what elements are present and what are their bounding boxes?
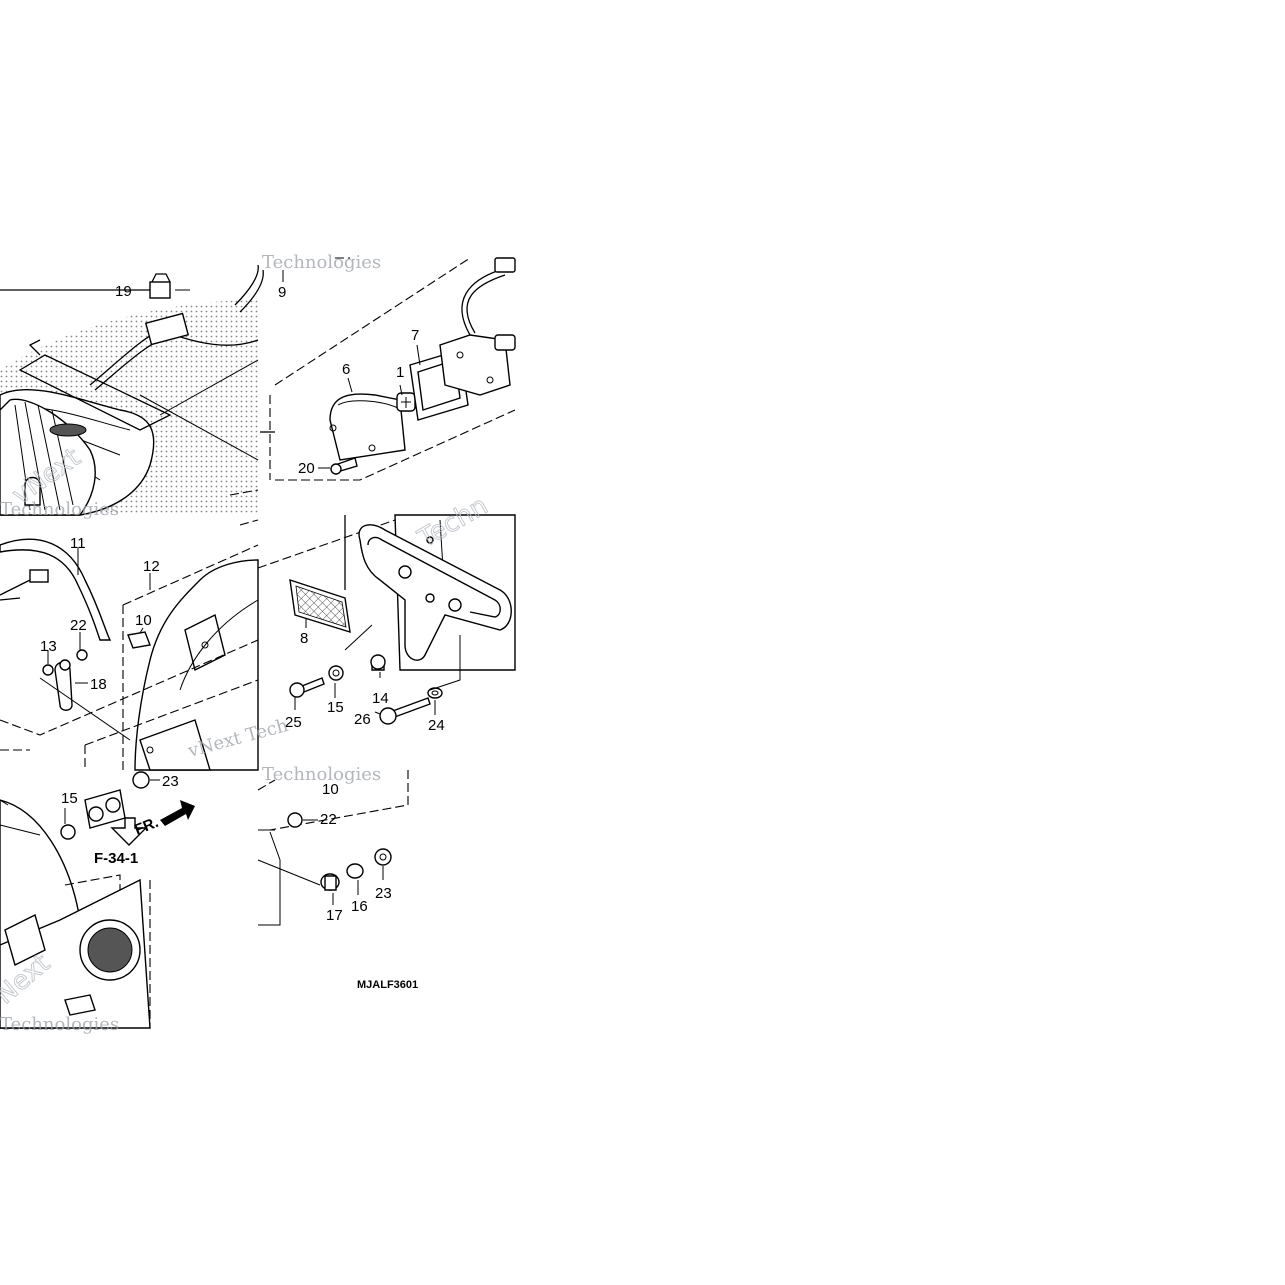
callout-label: 24 [428,717,445,734]
watermark-text: Technologies [0,499,119,520]
callout-label: 7 [411,327,419,344]
callout-label: 22 [320,811,337,828]
callout-label: 23 [375,885,392,902]
callout-label: 9 [278,284,286,301]
front-direction-label: FR. [132,814,161,839]
callout-label: 10 [135,612,152,629]
callout-label: 10 [322,781,339,798]
callout-label: 6 [342,361,350,378]
callout-label: 1 [396,364,404,381]
plate-bracket-panel [257,514,516,725]
callout-label: 22 [70,617,87,634]
watermark-text: Technologies [262,252,381,273]
callout-label: 16 [351,898,368,915]
callout-label: 20 [298,460,315,477]
callout-labels: 19 9 6 1 7 20 11 12 10 22 13 18 23 8 14 … [40,283,445,924]
callout-label: 17 [326,907,343,924]
callout-label: 8 [300,630,308,647]
diagram-code: MJALF3601 [357,979,418,991]
callout-label: 18 [90,676,107,693]
callout-label: 12 [143,558,160,575]
callout-label: 25 [285,714,302,731]
cover-panel [0,771,195,1029]
callout-label: 13 [40,638,57,655]
rear-fender-panel [0,489,259,771]
callout-label: 23 [162,773,179,790]
callout-label: 15 [327,699,344,716]
callout-label: 15 [61,790,78,807]
callout-label: 11 [70,535,86,552]
callout-label: 14 [372,690,389,707]
reference-label: F-34-1 [94,850,138,867]
watermark-text: Technologies [0,1014,119,1035]
hardware-panel [257,770,409,926]
watermark-text: Technologies [262,764,381,785]
callout-label: 19 [115,283,132,300]
tail-light-panel [0,273,259,516]
license-light-panel [234,257,516,481]
callout-label: 26 [354,711,371,728]
